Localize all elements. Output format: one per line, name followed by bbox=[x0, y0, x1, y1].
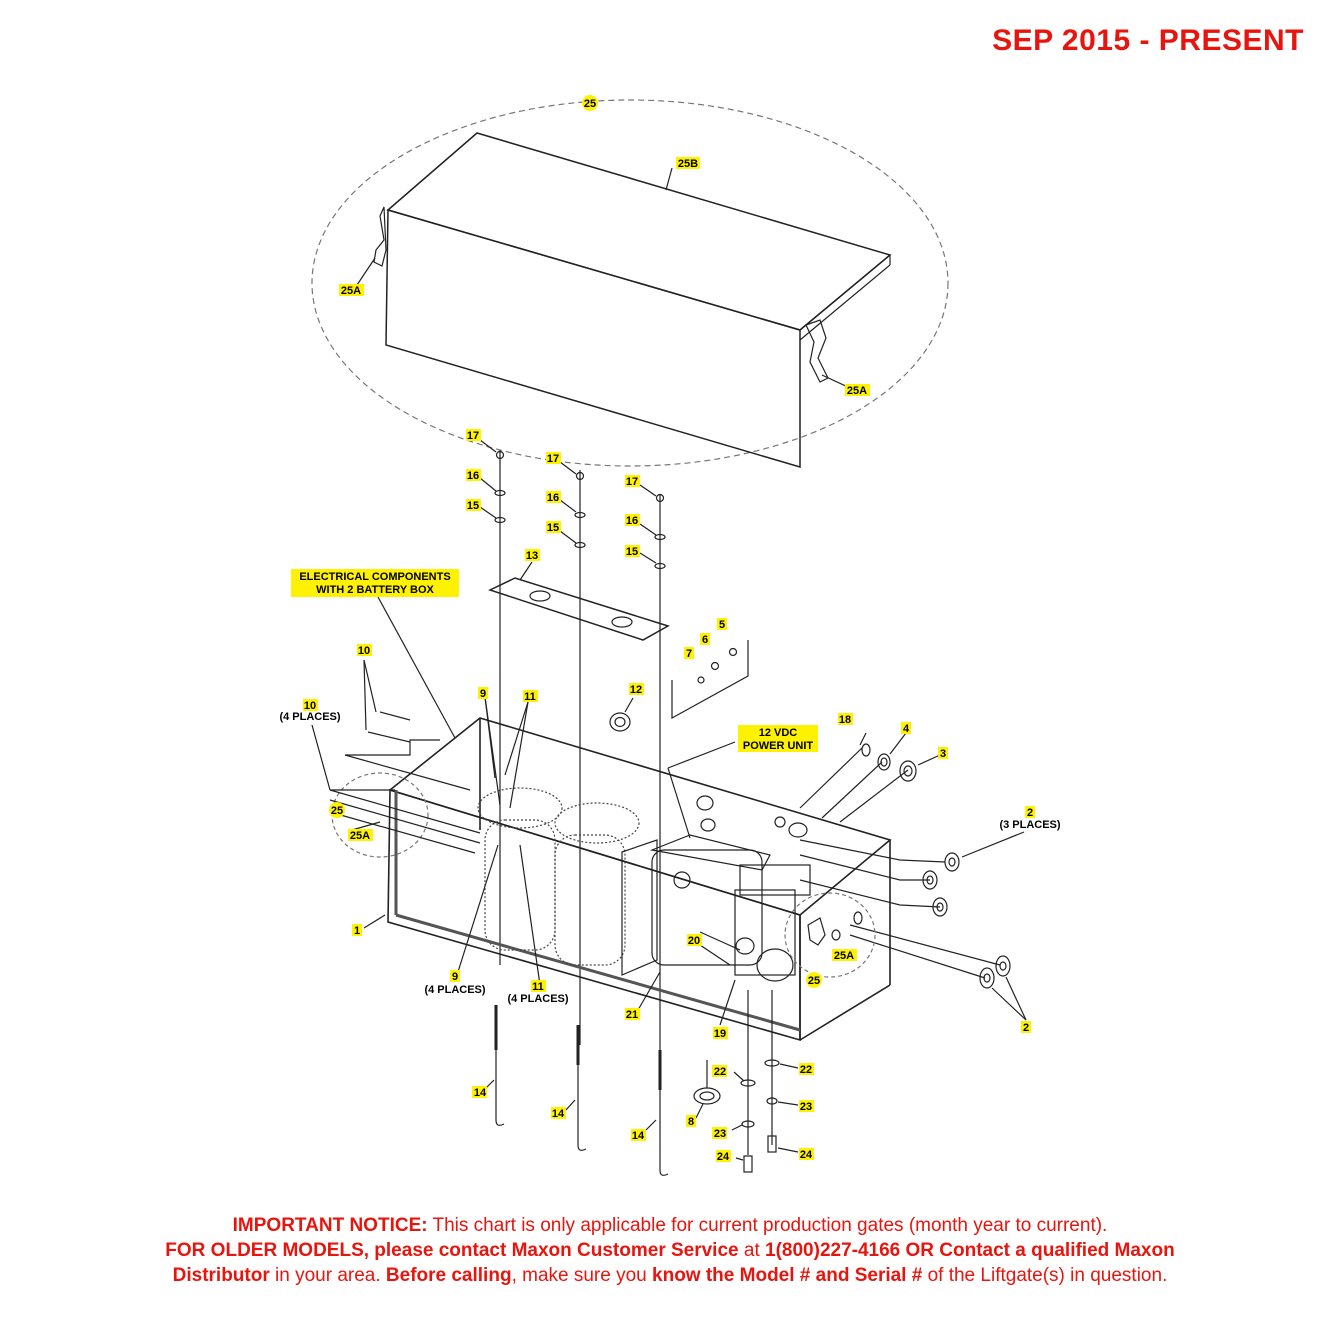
notice-line-1: IMPORTANT NOTICE: This chart is only app… bbox=[232, 1215, 1108, 1236]
callout-15: 15 bbox=[547, 522, 559, 534]
callout-14: 14 bbox=[552, 1108, 565, 1120]
callout-6: 6 bbox=[702, 634, 708, 646]
callout-23: 23 bbox=[714, 1128, 726, 1140]
callout-10: 10 bbox=[304, 700, 316, 712]
callout-4: 4 bbox=[903, 723, 910, 735]
latch-left bbox=[373, 206, 387, 267]
callout-13: 13 bbox=[526, 550, 538, 562]
callout-25a: 25A bbox=[341, 285, 361, 297]
note-electrical-components: ELECTRICAL COMPONENTS bbox=[299, 571, 450, 583]
callout-1: 1 bbox=[354, 925, 360, 937]
notice-line-2: FOR OLDER MODELS, please contact Maxon C… bbox=[165, 1240, 1175, 1261]
callout-15: 15 bbox=[467, 500, 479, 512]
hardware-stack-middle bbox=[574, 471, 586, 549]
important-notice: IMPORTANT NOTICE: This chart is only app… bbox=[0, 1213, 1340, 1288]
callout-12: 12 bbox=[630, 684, 642, 696]
callout-14: 14 bbox=[474, 1087, 487, 1099]
callout-8: 8 bbox=[688, 1116, 694, 1128]
callout-9: 9 bbox=[452, 971, 458, 983]
callout-18: 18 bbox=[839, 714, 851, 726]
date-range-title: SEP 2015 - PRESENT bbox=[992, 24, 1304, 57]
parts-diagram: 25 25B 25A 25A 17 16 15 17 16 15 17 16 1… bbox=[279, 95, 1061, 1176]
note-12vdc: 12 VDC bbox=[759, 727, 798, 739]
callout-19: 19 bbox=[714, 1028, 726, 1040]
note-battery-box: WITH 2 BATTERY BOX bbox=[316, 584, 434, 596]
callout-14: 14 bbox=[632, 1130, 645, 1142]
callout-25: 25 bbox=[808, 975, 820, 987]
callout-25a: 25A bbox=[847, 385, 867, 397]
callout-2: 2 bbox=[1023, 1022, 1029, 1034]
note-3-places: (3 PLACES) bbox=[999, 819, 1060, 831]
callout-25a: 25A bbox=[834, 950, 854, 962]
callout-25a: 25A bbox=[350, 830, 370, 842]
grommet-8 bbox=[693, 1087, 721, 1105]
callout-20: 20 bbox=[688, 935, 700, 947]
rods-14 bbox=[494, 1005, 669, 1176]
cover-front bbox=[385, 209, 801, 469]
callout-7: 7 bbox=[686, 648, 692, 660]
callout-16: 16 bbox=[626, 515, 638, 527]
note-4-places: (4 PLACES) bbox=[507, 993, 568, 1005]
latch-right bbox=[805, 319, 829, 383]
callout-9: 9 bbox=[480, 688, 486, 700]
callout-17: 17 bbox=[467, 430, 479, 442]
callout-10: 10 bbox=[358, 645, 370, 657]
callout-11: 11 bbox=[532, 981, 544, 993]
callout-16: 16 bbox=[467, 470, 479, 482]
cover-group-outline bbox=[311, 99, 949, 467]
note-4-places: (4 PLACES) bbox=[279, 711, 340, 723]
callout-22: 22 bbox=[800, 1064, 812, 1076]
grommet-12 bbox=[609, 712, 631, 732]
callout-11: 11 bbox=[524, 691, 536, 703]
main-box bbox=[387, 717, 892, 1042]
callout-24: 24 bbox=[717, 1151, 730, 1163]
callout-25: 25 bbox=[331, 805, 343, 817]
battery-outline bbox=[477, 787, 640, 966]
callout-17: 17 bbox=[547, 453, 559, 465]
callout-17: 17 bbox=[626, 476, 638, 488]
callout-23: 23 bbox=[800, 1101, 812, 1113]
callout-21: 21 bbox=[626, 1009, 638, 1021]
callout-22: 22 bbox=[714, 1066, 726, 1078]
bracket-13 bbox=[487, 577, 670, 641]
callout-16: 16 bbox=[547, 492, 559, 504]
note-4-places: (4 PLACES) bbox=[424, 984, 485, 996]
power-unit bbox=[621, 834, 811, 982]
callout-3: 3 bbox=[940, 748, 946, 760]
callout-25: 25 bbox=[584, 98, 596, 110]
hardware-stack-left bbox=[494, 450, 506, 524]
notice-line-3: Distributor in your area. Before calling… bbox=[172, 1265, 1168, 1286]
callout-15: 15 bbox=[626, 546, 638, 558]
note-power-unit: POWER UNIT bbox=[743, 740, 814, 752]
callout-2: 2 bbox=[1027, 807, 1033, 819]
hardware-stack-right bbox=[654, 493, 666, 570]
callout-24: 24 bbox=[800, 1149, 813, 1161]
callout-5: 5 bbox=[719, 619, 725, 631]
callout-25b: 25B bbox=[678, 158, 698, 170]
